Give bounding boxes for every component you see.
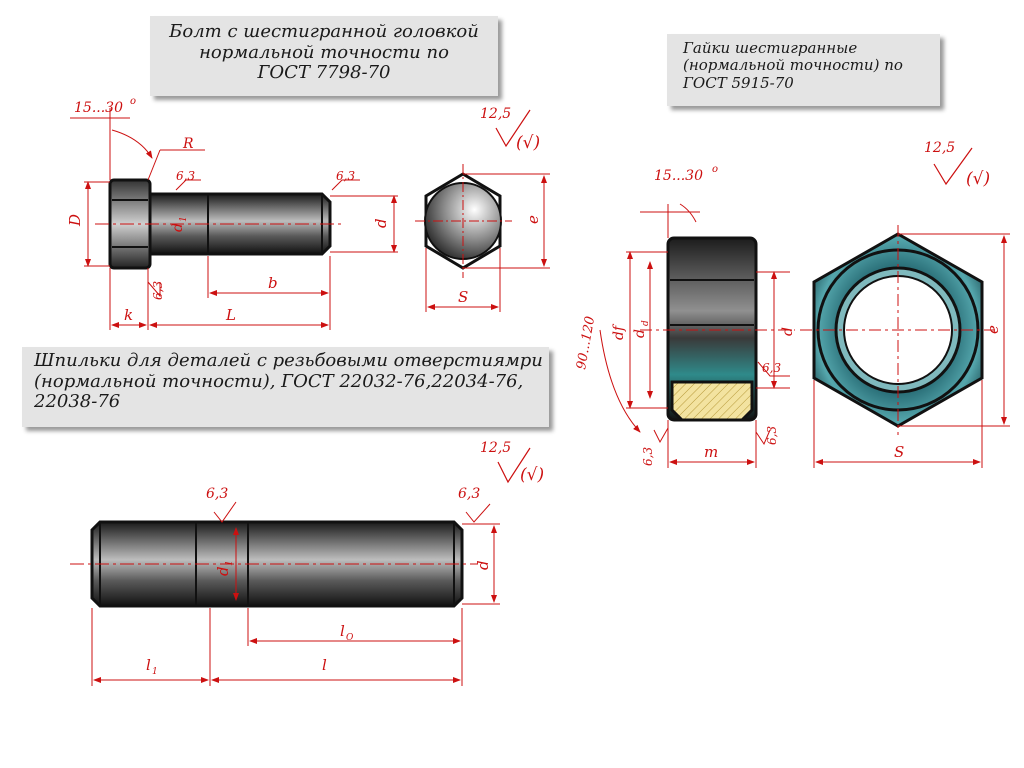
nut-roughness-3: 6,3: [641, 447, 655, 466]
stud-l1-subscript: 1: [152, 667, 158, 677]
stud-length-label: l: [322, 656, 327, 674]
nut-roughness-check: (√): [966, 169, 990, 189]
bolt-length-label: L: [225, 306, 236, 324]
nut-section-hatch: [670, 380, 754, 422]
nut-angle-label: 15...30: [654, 168, 703, 184]
bolt-d1-subscript: 1: [179, 216, 189, 222]
stud-caption: Шпильки для деталей с резьбовыми отверст…: [22, 347, 549, 427]
bolt-angle-deg: o: [130, 96, 136, 107]
bolt-thread-length-label: b: [268, 274, 278, 292]
bolt-head-height-label: k: [124, 306, 133, 324]
bolt-roughness-1: 6,3: [176, 169, 195, 183]
bolt-head-diameter-label: D: [66, 214, 84, 227]
nut-caption-line-1: Гайки шестигранные: [683, 39, 858, 57]
bolt-caption-line-3: ГОСТ 7798-70: [257, 62, 391, 84]
bolt-roughness-check: (√): [516, 133, 540, 153]
nut-dd-label: d: [632, 329, 648, 338]
bolt-caption: Болт с шестигранной головкой нормальной …: [150, 16, 498, 96]
stud-d1-label: d: [214, 566, 232, 576]
stud-d1-subscript: 1: [225, 560, 235, 566]
nut-chamfer-angle-label: 90...120: [574, 315, 598, 371]
stud-caption-line-1: Шпильки для деталей с резьбовыми отверст…: [34, 350, 543, 371]
nut-roughness-2: 6,3: [765, 426, 779, 445]
nut-roughness-1: 6,3: [762, 361, 781, 375]
bolt-wrench-size-label: S: [458, 288, 468, 306]
nut-df-label: df: [611, 323, 627, 340]
bolt-radius-label: R: [182, 136, 194, 152]
bolt-caption-line-2: нормальной точности по: [199, 41, 449, 63]
nut-corner-label: e: [984, 325, 1002, 334]
stud-roughness-1: 6,3: [206, 486, 228, 502]
stud-l1-label: l: [146, 656, 151, 674]
bolt-angle-label: 15...30: [74, 100, 123, 116]
stud-roughness-check: (√): [520, 465, 544, 485]
bolt-main-roughness: 12,5: [480, 106, 511, 122]
nut-dd-subscript: d: [641, 320, 651, 326]
stud-thread-diameter-label: d: [474, 560, 492, 570]
nut-height-label: m: [704, 443, 718, 461]
bolt-thread-diameter-label: d: [372, 218, 390, 228]
bolt-roughness-3: 6,3: [151, 281, 165, 300]
stud-main-roughness: 12,5: [480, 440, 511, 456]
nut-angle-deg: o: [712, 164, 718, 175]
nut-side-view: [666, 236, 758, 422]
stud-roughness-2: 6,3: [458, 486, 480, 502]
bolt-head-corner-label: e: [524, 215, 542, 224]
stud-caption-line-2: (нормальной точности), ГОСТ 22032-76,220…: [34, 370, 524, 392]
stud-lo-label: l: [340, 622, 345, 640]
bolt-roughness-2: 6,3: [336, 169, 355, 183]
stud-caption-line-3: 22038-76: [34, 391, 121, 413]
bolt-caption-line-1: Болт с шестигранной головкой: [169, 21, 479, 42]
nut-caption-line-3: ГОСТ 5915-70: [683, 73, 794, 92]
nut-caption-line-2: (нормальной точности) по: [683, 56, 903, 75]
nut-caption: Гайки шестигранные (нормальной точности)…: [667, 34, 940, 106]
nut-wrench-size-label: S: [894, 443, 904, 461]
bolt-d1-label: d: [170, 223, 186, 232]
nut-thread-diameter-label: d: [780, 327, 796, 336]
nut-main-roughness: 12,5: [924, 140, 955, 156]
stud-lo-subscript: O: [346, 633, 354, 643]
